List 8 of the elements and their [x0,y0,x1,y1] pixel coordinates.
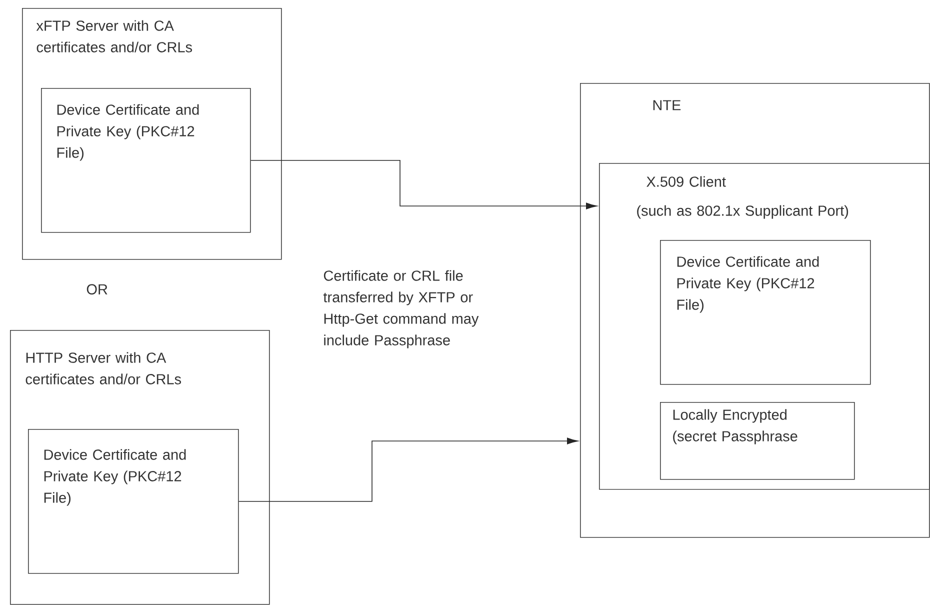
certificate-box: Device Certificate and Private Key (PKC#12 File) [41,88,251,233]
certificate-box: Device Certificate and Private Key (PKC#12 File) [660,240,871,385]
passphrase-box: Locally Encrypted (secret Passphrase [660,402,855,480]
note-text: Certificate or CRL file transferred by XFTP or Http-Get command may include Passphrase [323,270,479,348]
arrow [238,438,578,502]
arrow [250,160,598,210]
note-text: OR [86,284,108,294]
certificate-box: Device Certificate and Private Key (PKC#12 File) [28,428,239,574]
